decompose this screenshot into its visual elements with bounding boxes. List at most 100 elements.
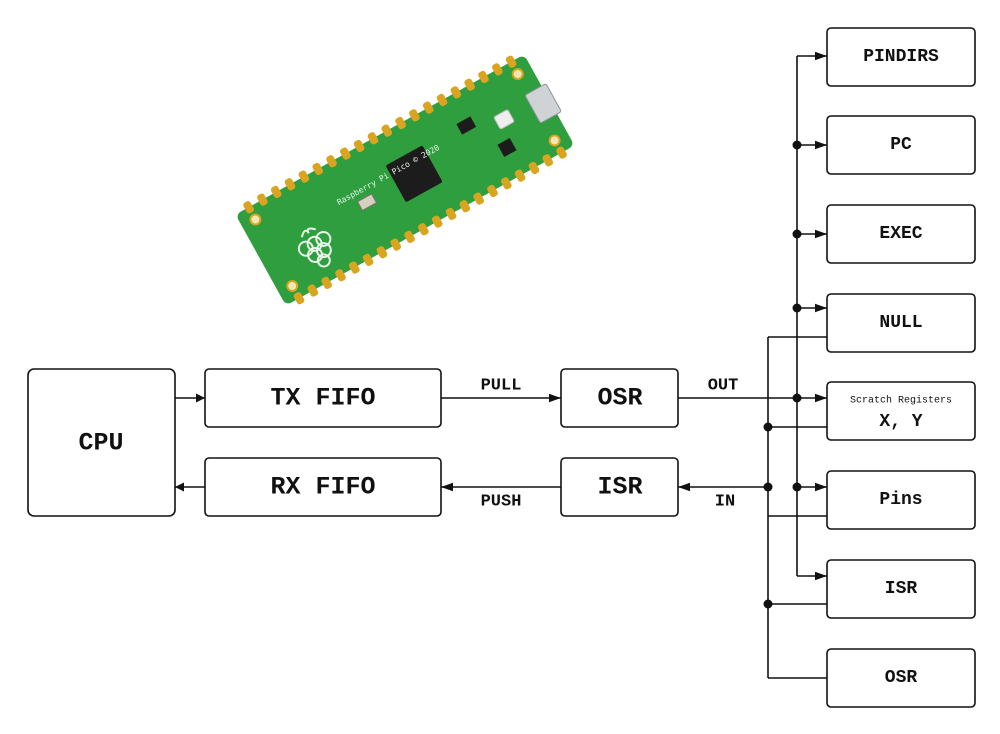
junction-dot xyxy=(792,229,802,239)
junction-dot xyxy=(763,482,773,492)
gpio-pad xyxy=(436,93,448,107)
dest-label: ISR xyxy=(885,579,918,599)
crystal xyxy=(356,193,378,212)
gpio-pad xyxy=(284,178,296,191)
junction-dot xyxy=(792,393,802,403)
dest-scratch: Scratch Registers X, Y xyxy=(826,381,976,441)
gpio-pad xyxy=(487,184,498,198)
gpio-pad xyxy=(404,230,415,244)
dest-isr: ISR xyxy=(826,559,976,619)
gpio-pad xyxy=(340,147,351,160)
pads-top xyxy=(243,55,517,214)
dest-label: PC xyxy=(890,135,912,155)
gpio-pad xyxy=(514,169,526,182)
junction-dot xyxy=(792,140,802,150)
gpio-pad xyxy=(362,253,374,267)
gpio-pad xyxy=(270,185,282,199)
pads-bottom xyxy=(293,146,567,305)
gpio-pad xyxy=(307,284,319,297)
gpio-pad xyxy=(326,155,337,168)
rx-fifo-block xyxy=(204,457,442,517)
usb-connector xyxy=(525,83,562,123)
osr-block xyxy=(560,368,679,428)
raspberry-logo xyxy=(297,227,332,268)
push-label: PUSH xyxy=(481,493,522,512)
dest-label: NULL xyxy=(879,313,922,333)
dest-box xyxy=(826,381,976,441)
dest-label: X, Y xyxy=(879,412,922,432)
gpio-pad xyxy=(293,292,305,305)
out-label: OUT xyxy=(708,377,739,396)
isr-block xyxy=(560,457,679,517)
gpio-pad xyxy=(395,116,406,130)
gpio-pad xyxy=(243,201,254,214)
junction-dot xyxy=(763,599,773,609)
dest-label: OSR xyxy=(885,668,918,688)
rx-fifo-label: RX FIFO xyxy=(270,473,375,502)
gpio-pad xyxy=(464,78,476,91)
dest-label: PINDIRS xyxy=(863,47,939,67)
bootsel-button xyxy=(493,109,515,130)
mount-hole xyxy=(249,213,262,226)
mount-hole xyxy=(286,279,299,292)
dest-label: Pins xyxy=(879,490,922,510)
gpio-pad xyxy=(298,170,310,183)
gpio-pad xyxy=(431,215,443,228)
dest-null: NULL xyxy=(826,293,976,353)
dest-box xyxy=(826,204,976,264)
gpio-pad xyxy=(505,55,517,68)
junction-dot xyxy=(792,482,802,492)
gpio-pad xyxy=(376,246,388,259)
dest-box xyxy=(826,559,976,619)
gpio-pad xyxy=(321,276,332,289)
dest-osr: OSR xyxy=(826,648,976,708)
junction-dot xyxy=(792,303,802,313)
gpio-pad xyxy=(381,124,393,137)
gpio-pad xyxy=(353,139,365,153)
dest-box xyxy=(826,470,976,530)
gpio-pad xyxy=(409,109,420,122)
pull-label: PULL xyxy=(481,377,522,396)
tx-fifo-label: TX FIFO xyxy=(270,384,375,413)
gpio-pad xyxy=(445,207,457,221)
mount-hole xyxy=(548,134,561,147)
destination-boxes: PINDIRS PC EXEC NULL Scratch Registers X, Y Pi… xyxy=(826,27,976,708)
osr-label: OSR xyxy=(597,384,642,413)
flash-chip xyxy=(456,116,477,135)
gpio-pad xyxy=(422,101,434,114)
cpu-label: CPU xyxy=(78,429,123,458)
dest-box xyxy=(826,293,976,353)
gpio-pad xyxy=(478,70,489,84)
junction-dot xyxy=(763,422,773,432)
dest-box xyxy=(826,648,976,708)
gpio-pad xyxy=(500,177,512,190)
gpio-pad xyxy=(418,223,429,236)
gpio-pad xyxy=(450,86,462,99)
gpio-pad xyxy=(556,146,567,159)
dest-sublabel: Scratch Registers xyxy=(850,395,952,407)
mount-hole xyxy=(511,68,524,81)
gpio-pad xyxy=(528,161,540,175)
gpio-pad xyxy=(312,162,324,176)
isr-label: ISR xyxy=(597,473,642,502)
gpio-pad xyxy=(473,192,484,205)
gpio-pad xyxy=(492,63,503,76)
dest-label: EXEC xyxy=(879,224,922,244)
rp2040-chip xyxy=(386,145,442,202)
gpio-pad xyxy=(257,193,268,206)
in-label: IN xyxy=(715,493,735,512)
gpio-pad xyxy=(335,269,346,282)
raspberry-pi-pico-board: Raspberry Pi Pico © 2020 xyxy=(237,55,573,305)
tx-fifo-block xyxy=(204,368,442,428)
dest-box xyxy=(826,27,976,87)
gpio-pad xyxy=(348,261,360,274)
dest-box xyxy=(826,115,976,175)
gpio-pad xyxy=(390,238,402,251)
out-branches xyxy=(792,51,827,581)
gpio-pad xyxy=(459,200,471,213)
dest-exec: EXEC xyxy=(826,204,976,264)
gpio-pad xyxy=(542,154,554,167)
regulator xyxy=(497,137,517,157)
cpu-block xyxy=(27,368,176,517)
